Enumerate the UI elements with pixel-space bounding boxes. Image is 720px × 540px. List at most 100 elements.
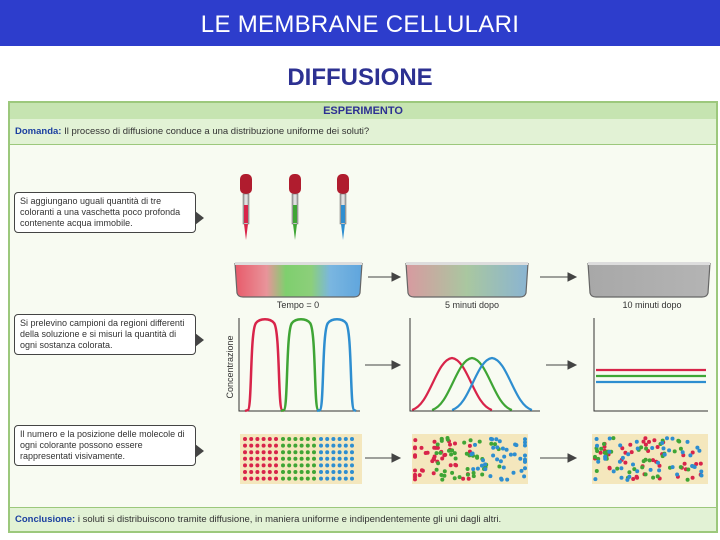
- molecule-dot: [611, 469, 616, 474]
- molecule-dot: [249, 456, 254, 461]
- molecule-dot: [350, 450, 354, 455]
- molecule-dot: [243, 437, 247, 441]
- molecule-dot: [325, 476, 330, 481]
- molecule-dot: [655, 474, 660, 479]
- molecule-dot: [523, 443, 527, 448]
- molecule-dot: [490, 437, 495, 442]
- molecule-dot: [650, 446, 655, 450]
- molecule-dot: [627, 470, 632, 475]
- molecule-dot: [255, 470, 260, 474]
- molecule-dot: [493, 442, 497, 447]
- dropper-red: [240, 174, 252, 240]
- molecule-dot: [695, 445, 700, 450]
- molecule-dot: [699, 473, 704, 478]
- molecule-dot: [465, 467, 470, 471]
- molecule-dot: [274, 443, 278, 448]
- caption-time0: Tempo = 0: [276, 300, 320, 310]
- molecule-dot: [641, 439, 646, 444]
- molecule-dot: [337, 437, 342, 441]
- molecule-dot: [523, 459, 527, 464]
- molecule-dot: [267, 450, 272, 455]
- molecule-dot: [452, 476, 457, 481]
- molecule-dot: [647, 439, 651, 444]
- molecule-dot: [635, 446, 640, 451]
- molecule-dot: [287, 450, 292, 455]
- molecule-dot: [465, 472, 470, 477]
- molecule-dot: [293, 437, 298, 441]
- molecule-dot: [467, 443, 472, 448]
- callout-step2: Si prelevino campioni da regioni differe…: [14, 314, 204, 355]
- molecule-dot: [267, 443, 272, 448]
- molecule-dot: [281, 437, 285, 441]
- molecule-dot: [635, 469, 640, 474]
- molecule-dot: [438, 450, 443, 455]
- molecule-dot: [287, 463, 292, 468]
- molecule-dot: [643, 436, 648, 441]
- molecule-dot: [261, 456, 266, 461]
- molecule-dot: [325, 443, 330, 448]
- molecule-dot: [350, 476, 354, 481]
- molecule-dot: [331, 450, 336, 455]
- molecule-dot: [628, 442, 633, 447]
- molecule-dot: [656, 460, 660, 465]
- molecule-dot: [305, 463, 310, 468]
- molecule-dot: [620, 446, 625, 451]
- molecule-dot: [255, 450, 260, 455]
- molecule-dot: [634, 474, 639, 479]
- molecule-dot: [325, 450, 330, 455]
- molecule-dot: [647, 458, 652, 463]
- molecule-dot: [462, 440, 467, 445]
- molecule-dot: [660, 441, 665, 445]
- molecule-dot: [312, 456, 316, 461]
- molecule-dot: [419, 445, 424, 450]
- molecule-dot: [331, 443, 336, 448]
- molecule-dot: [433, 445, 438, 450]
- conclusion-label: Conclusione:: [15, 514, 76, 525]
- tray-time0: [234, 262, 363, 298]
- molecule-dot: [312, 450, 316, 455]
- molecule-dot: [331, 470, 336, 474]
- molecule-dot: [471, 467, 476, 472]
- molecule-dot: [698, 461, 703, 466]
- molecule-dot: [452, 451, 457, 456]
- molecule-dot: [343, 450, 348, 455]
- molecule-dot: [625, 477, 630, 482]
- molecule-dot: [607, 436, 612, 441]
- molecule-dot: [694, 462, 699, 466]
- molecule-dot: [453, 462, 458, 467]
- molecule-dot: [505, 477, 510, 482]
- graph-5min-curves: [411, 356, 533, 412]
- molecule-dot: [337, 456, 342, 461]
- tray-5min: [405, 262, 529, 298]
- molecule-dot: [626, 452, 631, 457]
- conclusion-row: Conclusione: i soluti si distribuiscono …: [10, 507, 716, 531]
- molecule-dot: [337, 450, 342, 455]
- molecule-dot: [489, 441, 494, 446]
- molecule-dot: [627, 474, 632, 479]
- molecule-dot: [281, 450, 285, 455]
- molecule-dot: [432, 454, 437, 459]
- molecule-dot: [667, 448, 672, 453]
- molecule-dot: [243, 476, 247, 481]
- molecule-dot: [593, 454, 597, 459]
- molecule-dot: [319, 450, 323, 455]
- molecule-dot: [488, 474, 493, 479]
- molecule-dot: [325, 456, 330, 461]
- molecule-dot: [643, 442, 648, 447]
- molecule-dot: [464, 451, 469, 456]
- molecule-dot: [481, 458, 485, 463]
- molecule-dot: [631, 462, 635, 467]
- molecule-dot: [249, 470, 254, 474]
- molecule-dot: [442, 469, 447, 474]
- molecule-dot: [261, 450, 266, 455]
- molecule-dot: [319, 443, 323, 448]
- molecule-dot: [331, 456, 336, 461]
- molecule-dot: [267, 456, 272, 461]
- molecule-dot: [274, 476, 278, 481]
- molecule-dot: [602, 442, 606, 446]
- molecule-dot: [312, 470, 316, 474]
- molecule-dot: [312, 443, 316, 448]
- molecule-dot: [287, 456, 292, 461]
- molecule-dot: [417, 473, 422, 478]
- molecule-dot: [615, 466, 620, 471]
